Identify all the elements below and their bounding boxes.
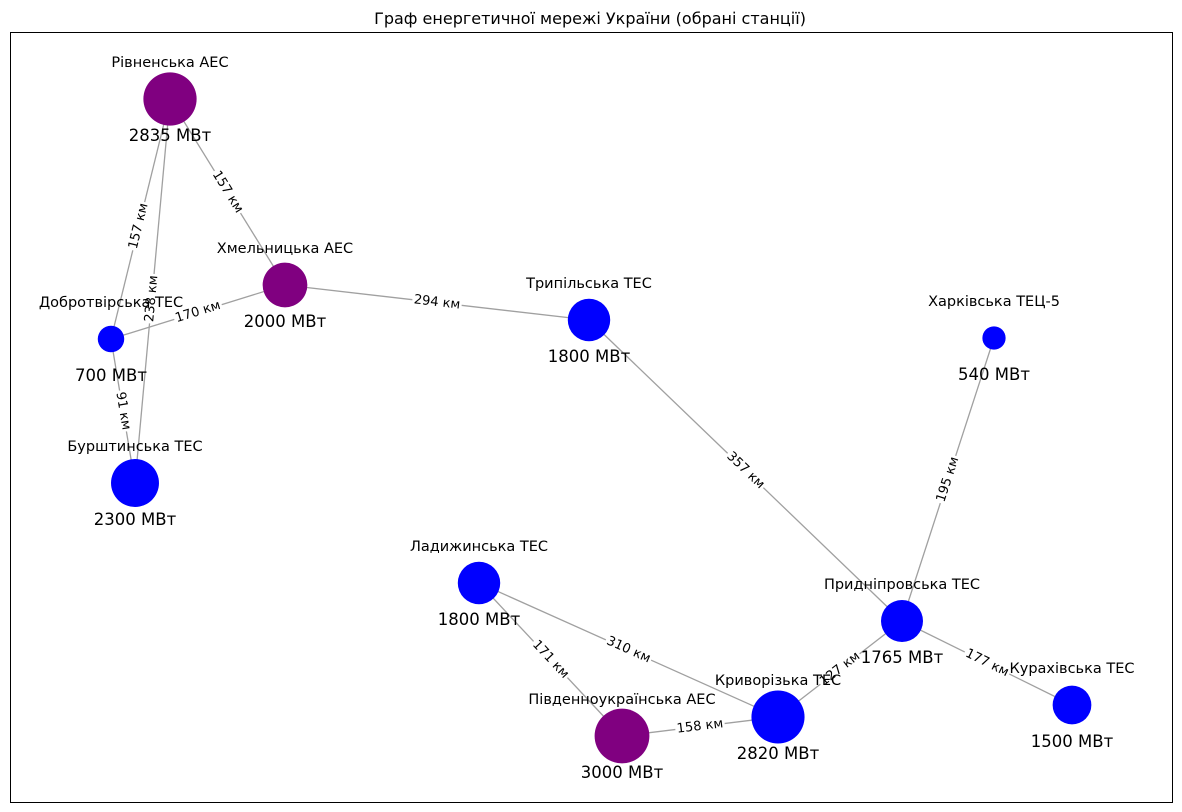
edge-label-background [527,635,574,684]
edge-label-text: 310 км [604,634,653,667]
edge-label: 357 км [722,447,769,494]
node-name-label: Ладижинська ТЕС [410,539,548,555]
edges-layer [110,98,1073,737]
node-capacity-label: 2000 МВт [244,312,327,331]
node-dobrotvir [97,325,125,353]
node-name-label: Придніпровська ТЕС [824,577,980,593]
chart-title: Граф енергетичної мережі України (обрані… [374,9,806,28]
node-name-label: Добротвірська ТЕС [39,295,183,311]
edge-label-text: 238 км [142,275,161,323]
edge-label-background [125,200,153,253]
edge-label-background [171,297,225,327]
node-capacity-label: 1765 МВт [861,648,944,667]
node-name-label: Харківська ТЕЦ-5 [928,294,1060,310]
edge-label: 157 км [207,166,248,218]
node-south_ukraine [594,708,650,764]
edge-label-background [722,447,769,494]
node-trypillia [567,298,611,342]
node-kryvyi_rih [751,690,805,744]
edge-label: 177 км [961,644,1013,682]
edge-label-background [815,647,865,691]
edge-label-text: 91 км [112,391,133,431]
edge-label: 310 км [602,632,655,668]
edge-label: 91 км [111,389,135,433]
node-capacity-label: 1800 МВт [438,610,521,629]
node-name-label: Криворізька ТЕС [715,673,841,689]
node-capacity-label: 3000 МВт [581,763,664,782]
nodes-layer [97,72,1092,764]
edge-label-text: 294 км [413,292,461,312]
edge-label-background [111,389,135,433]
edge-label: 294 км [411,291,463,314]
node-capacity-label: 540 МВт [958,365,1030,384]
plot-frame [10,32,1173,803]
edge-label: 238 км [141,273,163,325]
edge-label-background [961,644,1013,682]
edge-label: 158 км [674,715,726,738]
node-name-label: Трипільська ТЕС [525,276,652,292]
node-capacity-label: 2300 МВт [94,510,177,529]
node-kurakhove [1052,685,1092,725]
node-ladyzhyn [457,561,501,605]
edge-label-text: 171 км [529,637,572,681]
edge-label-background [932,453,964,506]
edge-label-background [141,273,163,325]
node-capacity-label: 1500 МВт [1031,732,1114,751]
node-kharkiv [982,326,1006,350]
edge-label-text: 158 км [676,716,724,737]
node-name-label: Рівненська АЕС [111,55,228,71]
edge-label-text: 195 км [934,455,963,504]
node-name-label: Хмельницька АЕС [217,241,353,257]
edge-label-text: 157 км [126,202,152,251]
node-capacity-label: 1800 МВт [548,347,631,366]
node-rivne [143,72,197,126]
node-capacity-label: 2835 МВт [129,126,212,145]
edge-label-text: 357 км [724,449,768,492]
node-name-label: Південноукраїнська АЕС [528,692,715,708]
edge-label-text: 157 км [209,168,246,216]
edge-label-background [207,166,248,218]
node-khmelnytskyi [262,262,308,308]
node-capacity-label: 700 МВт [75,366,147,385]
edge-label-background [411,291,463,314]
edge-label-background [602,632,655,668]
edge-label: 171 км [527,635,574,684]
edge-label: 195 км [932,453,964,506]
edge-label: 157 км [125,200,153,253]
node-name-label: Курахівська ТЕС [1009,661,1134,677]
edge-label-background [674,715,726,738]
node-name-label: Бурштинська ТЕС [67,439,202,455]
node-burshtyn [111,459,159,507]
node-prydniprovska [880,599,924,643]
node-capacity-label: 2820 МВт [737,744,820,763]
